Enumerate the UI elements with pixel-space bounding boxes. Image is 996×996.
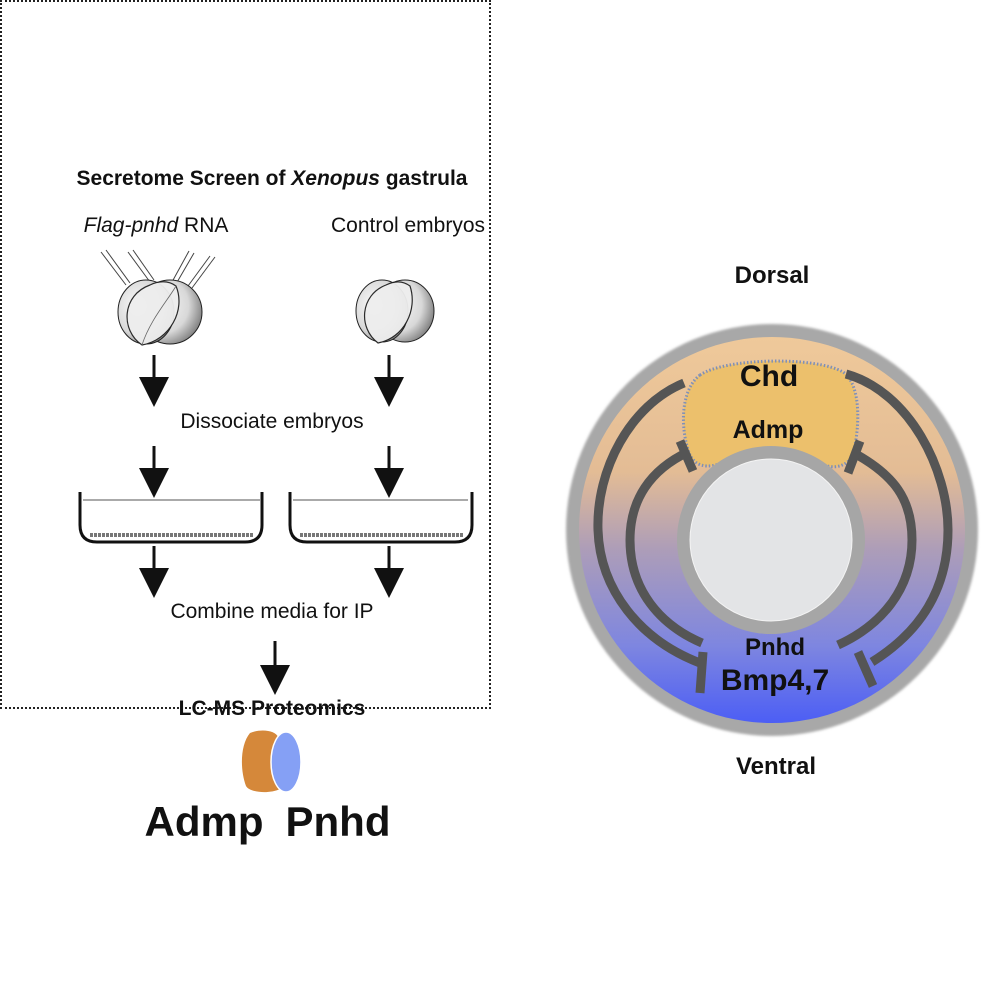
microinjection-needles-icon (100, 249, 216, 289)
ventral-gene-bmp: Bmp4,7 (720, 664, 830, 697)
inhibition-arcs (593, 369, 953, 694)
title-suffix: gastrula (379, 167, 468, 190)
blastocoel-cavity (689, 458, 853, 622)
inner-left-inhibitor-bar (675, 439, 698, 473)
result-admp-label: Admp (144, 798, 264, 845)
step-combine-label: Combine media for IP (170, 600, 374, 623)
control-embryo-icon (355, 279, 435, 344)
dorsal-label: Dorsal (734, 262, 810, 289)
condition-control-label: Control embryos (330, 214, 486, 237)
culture-dish-right-icon (288, 492, 474, 544)
condition-flag-pnhd-label: Flag-pnhd RNA (84, 214, 229, 238)
condition-gene: Flag-pnhd (83, 214, 179, 237)
pnhd-protein-shape (270, 731, 302, 793)
outer-right-inhibitor-arc (844, 369, 953, 666)
dorsal-gene-chd: Chd (739, 360, 799, 393)
ventral-gene-pnhd: Pnhd (745, 634, 805, 661)
culture-dish-left-icon (78, 492, 264, 544)
condition-suffix: RNA (178, 214, 229, 237)
outer-right-inhibitor-bar (853, 650, 878, 688)
outer-left-inhibitor-bar (695, 651, 708, 694)
inner-left-inhibitor-arc (625, 447, 704, 648)
flow-arrows (139, 355, 404, 695)
dorsal-gene-admp: Admp (732, 416, 804, 444)
step-method-label: LC-MS Proteomics (178, 697, 366, 720)
outer-left-inhibitor-arc (593, 378, 702, 668)
ventral-label: Ventral (735, 753, 817, 780)
step-dissociate-label: Dissociate embryos (180, 410, 364, 433)
injected-embryo-icon (117, 279, 203, 346)
protein-complex-icon (241, 730, 302, 793)
title-prefix: Secretome Screen of (76, 167, 292, 190)
inner-right-inhibitor-arc (836, 448, 917, 650)
result-pnhd-label: Pnhd (285, 798, 391, 845)
panel-title: Secretome Screen of Xenopus gastrula (77, 167, 468, 191)
title-species: Xenopus (291, 167, 380, 190)
inner-right-inhibitor-bar (843, 439, 865, 475)
secretome-screen-panel (0, 0, 491, 709)
admp-protein-shape (241, 730, 280, 793)
